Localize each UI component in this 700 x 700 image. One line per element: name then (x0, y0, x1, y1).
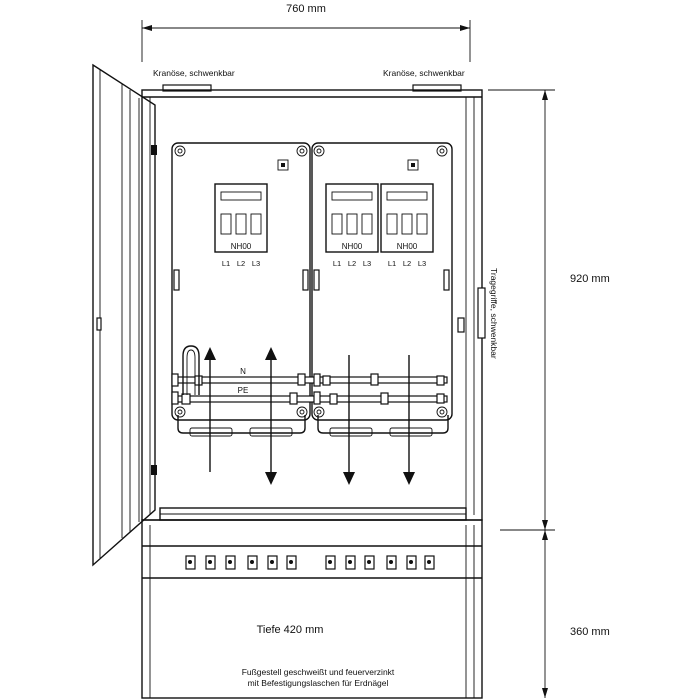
door-lock (96, 317, 102, 331)
phase-label: L1 (333, 259, 341, 268)
fuse-type-label: NH00 (342, 242, 363, 251)
crane-eye-right-label: Kranöse, schwenkbar (383, 68, 465, 78)
crane-eye-left (162, 84, 212, 92)
phase-label: L1 (222, 259, 230, 268)
crane-eye-right (412, 84, 462, 92)
fuse-unit-3: NH00 L1 L2 L3 (380, 183, 434, 268)
phase-label: L3 (252, 259, 260, 268)
cable-entry-right (317, 415, 449, 437)
crane-eye-left-label: Kranöse, schwenkbar (153, 68, 235, 78)
phase-label: L2 (348, 259, 356, 268)
mounting-plate-right (311, 142, 453, 421)
phase-label: L3 (363, 259, 371, 268)
earth-busbar (174, 395, 448, 403)
width-label: 760 mm (286, 3, 326, 15)
phase-label: L1 (388, 259, 396, 268)
neutral-busbar (174, 376, 448, 384)
earth-bar-label: PE (238, 386, 249, 395)
height-lower-label: 360 mm (570, 626, 610, 638)
base-description-line2: mit Befestigungslaschen für Erdnägel (248, 678, 389, 688)
fuse-type-label: NH00 (231, 242, 252, 251)
neutral-bar-label: N (240, 367, 246, 376)
mounting-plate-left (171, 142, 311, 421)
width-dimension: 760 mm (141, 3, 471, 62)
arrow-down (403, 472, 415, 485)
phase-label: L3 (418, 259, 426, 268)
fuse-unit-2: NH00 L1 L2 L3 (325, 183, 379, 268)
arrow-up (204, 347, 216, 360)
earth-loop-cable (182, 345, 200, 395)
cable-arrows (204, 347, 415, 485)
fuse-unit-1: NH00 L1 L2 L3 (214, 183, 268, 268)
carry-handle (457, 287, 486, 339)
carry-handle-label: Tragegriffe, schwenkbar (489, 268, 499, 359)
arrow-down (343, 472, 355, 485)
depth-label: Tiefe 420 mm (257, 624, 324, 636)
door-hinge-bottom (151, 465, 157, 475)
height-dimensions: 920 mm 360 mm (488, 89, 610, 698)
fuse-type-label: NH00 (397, 242, 418, 251)
phase-label: L2 (403, 259, 411, 268)
door-hinge-top (151, 145, 157, 155)
cable-entry-left (177, 415, 306, 437)
phase-label: L2 (237, 259, 245, 268)
base-description-line1: Fußgestell geschweißt und feuerverzinkt (242, 667, 395, 677)
open-door (92, 63, 157, 567)
busbars: N PE (171, 367, 448, 405)
arrow-up (265, 347, 277, 360)
base-frame (141, 519, 483, 699)
arrow-down (265, 472, 277, 485)
height-upper-label: 920 mm (570, 273, 610, 285)
